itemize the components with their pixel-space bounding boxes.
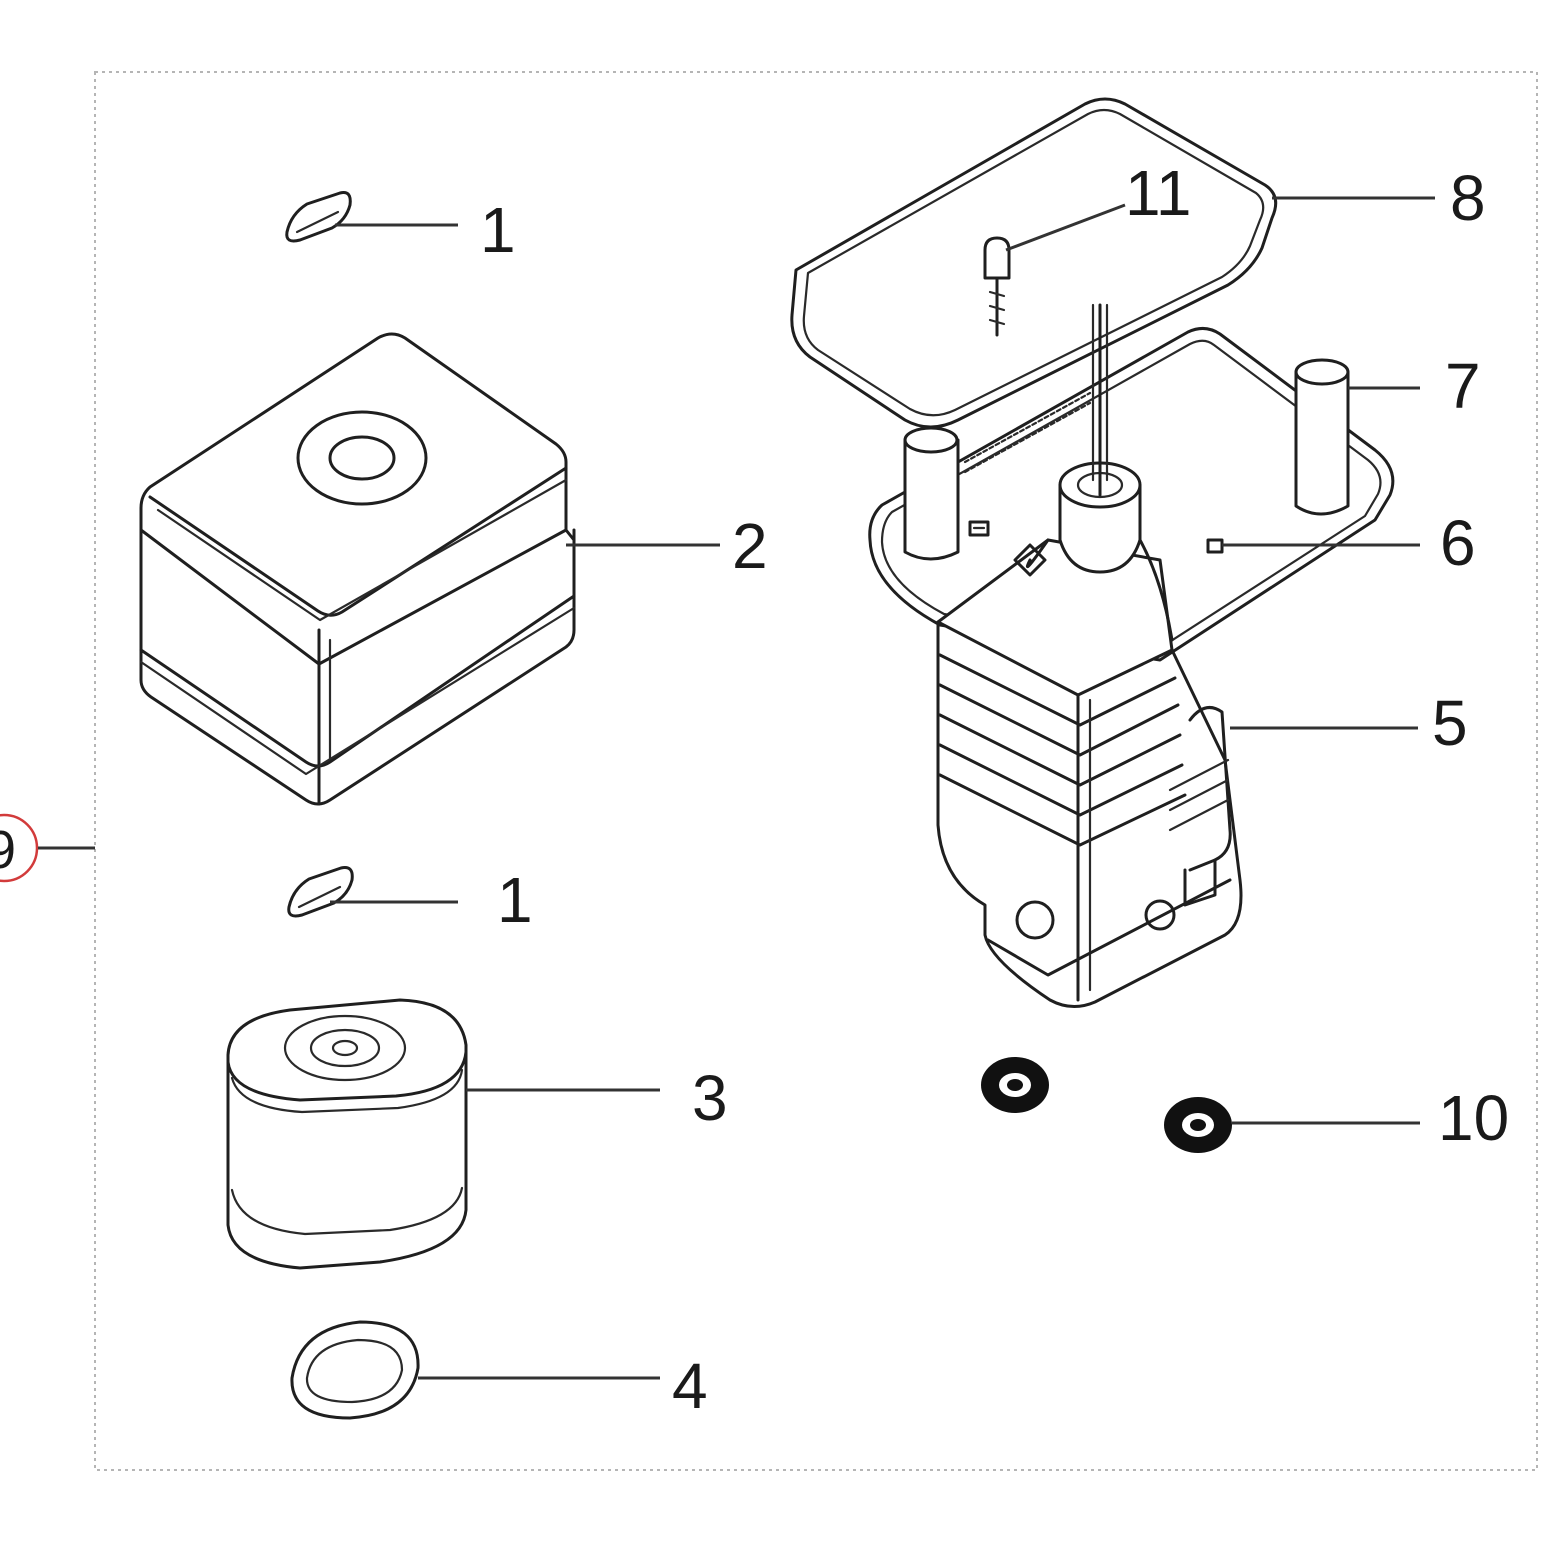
leader-11 — [1005, 203, 1126, 252]
part-3-filter-element — [226, 998, 468, 1270]
callout-7: 7 — [1445, 350, 1481, 422]
assembly-marker-label: 9 — [0, 820, 16, 880]
part-5-housing — [868, 303, 1395, 1008]
callout-4: 4 — [672, 1350, 708, 1422]
callout-1-bottom: 1 — [497, 864, 533, 936]
part-1-clip-top — [285, 191, 352, 243]
assembly-marker-circle — [0, 813, 39, 883]
part-1-clip-bottom — [287, 866, 354, 918]
callout-8: 8 — [1450, 162, 1486, 234]
diagram-frame — [94, 71, 1538, 1471]
part-10-nuts — [981, 1057, 1232, 1153]
assembly-marker: 9 — [0, 813, 95, 883]
part-2-filter-cover — [139, 332, 576, 806]
callout-5: 5 — [1432, 687, 1468, 759]
callout-2: 2 — [732, 510, 768, 582]
callout-10: 10 — [1438, 1082, 1509, 1154]
part-4-gasket-ring — [290, 1320, 420, 1420]
callout-3: 3 — [692, 1062, 728, 1134]
callout-11: 11 — [1125, 157, 1191, 229]
callout-6: 6 — [1440, 507, 1476, 579]
part-6-small-screws — [968, 520, 1224, 554]
callout-labels: 1 1 2 3 4 5 6 7 8 10 11 — [480, 157, 1509, 1422]
part-8-gasket-plate — [790, 97, 1278, 429]
part-7-pins — [903, 358, 1350, 561]
callout-1-top: 1 — [480, 194, 516, 266]
leader-lines — [330, 196, 1435, 1380]
